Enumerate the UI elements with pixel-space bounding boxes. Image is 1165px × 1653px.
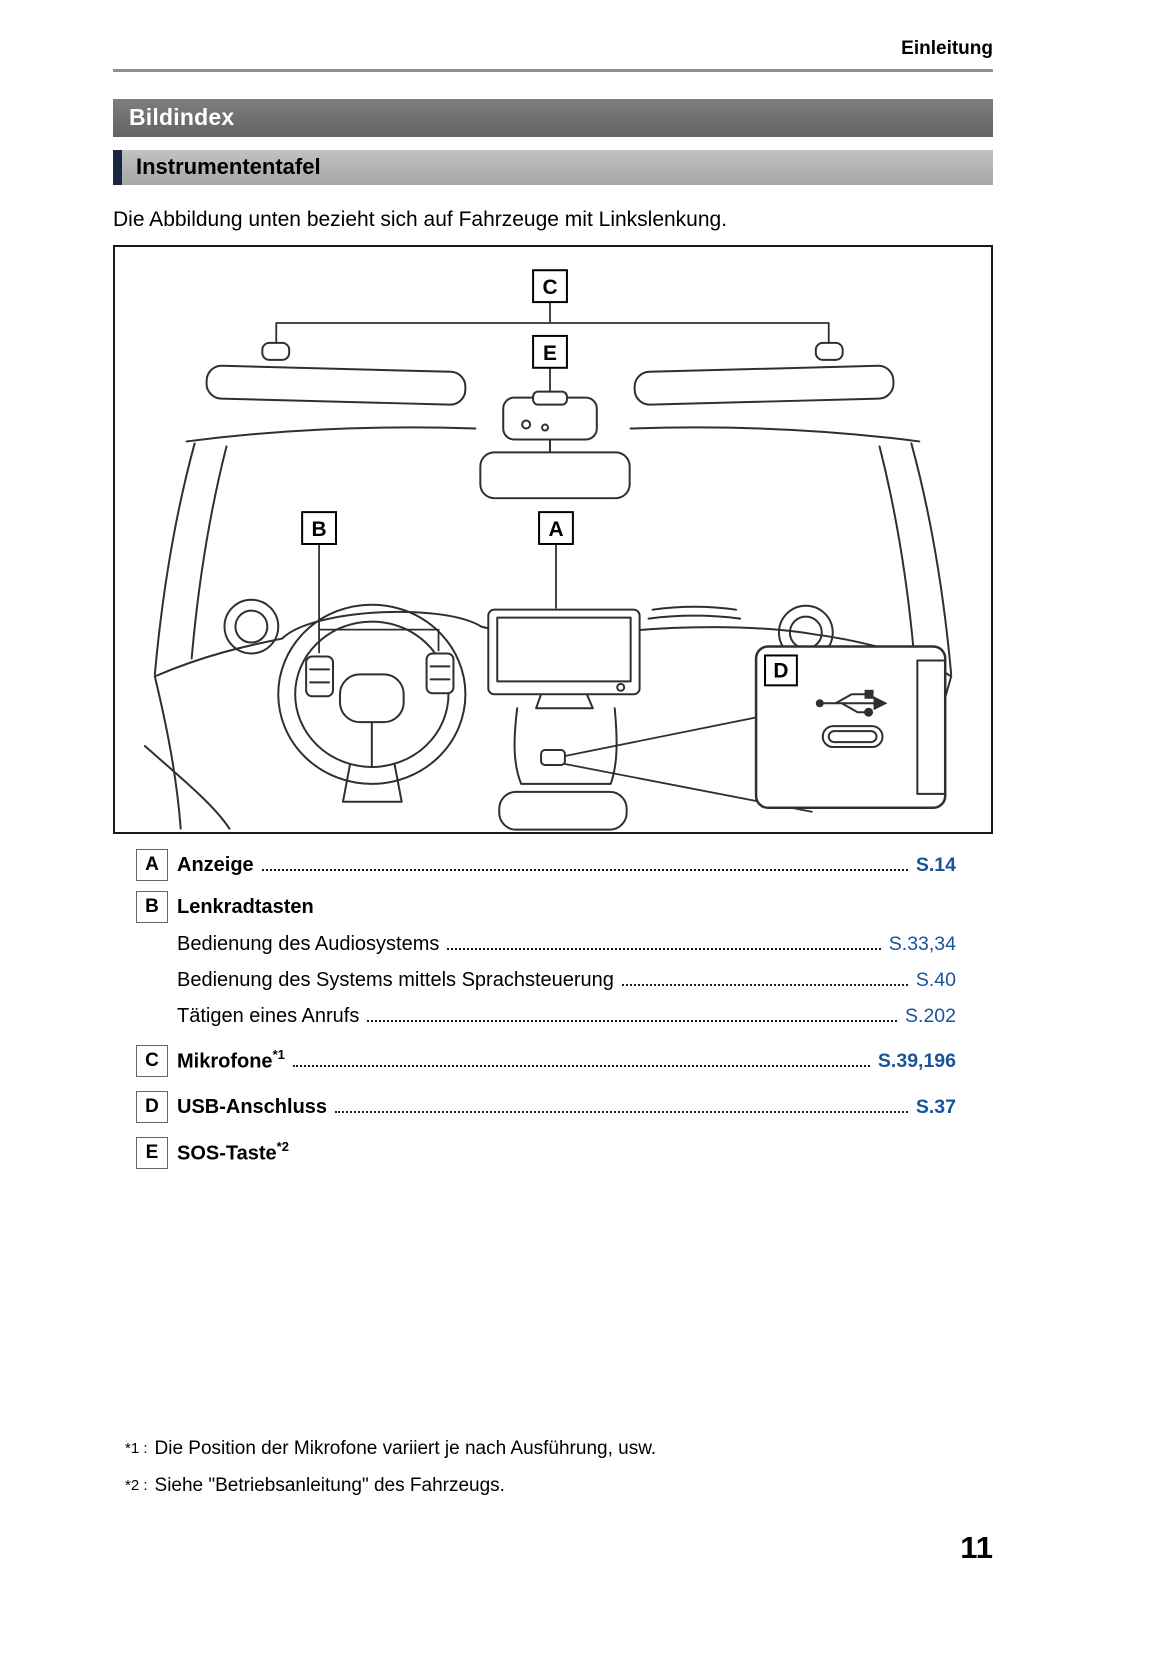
index-subentry: Bedienung des Audiosystems S.33,34: [113, 927, 993, 961]
footnote-marker-ref: *1: [272, 1047, 285, 1063]
callout-box-d: [764, 654, 798, 687]
footnote-2: *2 : Siehe "Betriebsanleitung" des Fahrze…: [125, 1475, 656, 1497]
entry-label: Anzeige: [177, 853, 254, 876]
center-display: [487, 608, 641, 696]
index-entry-d: D USB-Anschluss S.37: [113, 1089, 993, 1125]
footnote-marker: *1 :: [125, 1440, 148, 1457]
microphone-left: [261, 341, 291, 361]
index-subentry: Bedienung des Systems mittels Sprachsteu…: [113, 963, 993, 997]
page-reference[interactable]: S.39,196: [877, 1049, 956, 1072]
section-banner: Bildindex: [113, 99, 993, 137]
center-console: [498, 693, 628, 831]
callout-letter-e: E: [543, 342, 557, 365]
air-vent-left: [223, 598, 280, 655]
ceiling-console: [502, 390, 598, 441]
intro-text: Die Abbildung unten bezieht sich auf Fah…: [113, 208, 728, 231]
dot-leader: [447, 948, 881, 950]
entry-letter-box: E: [136, 1137, 168, 1169]
page-reference[interactable]: S.202: [905, 1004, 956, 1027]
figure-callout-letters: C E B A D: [312, 276, 789, 682]
usb-icon: [815, 689, 888, 717]
entry-label: SOS-Taste*2: [177, 1139, 289, 1166]
entry-letter-box: A: [136, 849, 168, 881]
callout-letter-b: B: [312, 518, 327, 541]
page-number: 11: [960, 1530, 993, 1565]
page-reference[interactable]: S.14: [915, 853, 956, 876]
footnote-text: Die Position der Mikrofone variiert je n…: [154, 1438, 657, 1459]
dashboard-line-art: [143, 301, 953, 831]
instrument-panel-figure: C E B A D: [113, 245, 993, 834]
subsection-banner: Instrumententafel: [113, 150, 993, 185]
entry-label-text: SOS-Taste: [177, 1142, 277, 1165]
callout-box-a: [538, 511, 574, 545]
page-reference[interactable]: S.40: [915, 968, 956, 991]
footnote-marker-ref: *2: [276, 1139, 289, 1155]
sun-visor-right: [633, 364, 895, 406]
entry-label-text: Mikrofone: [177, 1050, 273, 1073]
footnotes: *1 : Die Position der Mikrofone variiert …: [125, 1438, 656, 1512]
dot-leader: [621, 984, 908, 986]
subentry-label: Bedienung des Systems mittels Sprachsteu…: [177, 968, 614, 991]
entry-label: Mikrofone*1: [177, 1047, 285, 1074]
dot-leader: [367, 1020, 898, 1022]
subentry-label: Tätigen eines Anrufs: [177, 1004, 360, 1027]
callout-box-c: [532, 269, 568, 304]
label-connectors: [275, 301, 830, 654]
index-entry-c: C Mikrofone*1 S.39,196: [113, 1043, 993, 1079]
callout-letter-a: A: [548, 518, 563, 541]
entry-label: Lenkradtasten: [177, 895, 314, 918]
callout-letter-d: D: [773, 659, 788, 682]
steering-wheel: [277, 603, 467, 803]
usb-inset: [754, 645, 947, 810]
inset-side-panel: [916, 659, 946, 795]
callout-box-e: [532, 334, 568, 369]
rearview-mirror: [479, 438, 631, 500]
dot-leader: [335, 1111, 908, 1113]
index-list: A Anzeige S.14 B Lenkradtasten Bedienung…: [113, 847, 993, 1171]
page-reference[interactable]: S.33,34: [888, 932, 956, 955]
callout-box-b: [301, 511, 337, 545]
entry-letter-box: C: [136, 1045, 168, 1077]
page-content: Einleitung Bildindex Instrumententafel D…: [113, 0, 993, 1171]
index-subentry: Tätigen eines Anrufs S.202: [113, 999, 993, 1033]
chapter-header: Einleitung: [901, 38, 993, 59]
steering-wheel-buttons: [305, 652, 455, 698]
figure-callouts: [301, 269, 798, 687]
dashboard-illustration: C E B A D: [143, 269, 953, 831]
sun-visor-left: [205, 364, 467, 406]
entry-letter-box: D: [136, 1091, 168, 1123]
entry-label: USB-Anschluss: [177, 1095, 328, 1118]
footnote-marker: *2 :: [125, 1477, 148, 1494]
footnote-1: *1 : Die Position der Mikrofone variiert …: [125, 1438, 656, 1460]
microphone-right: [814, 341, 844, 361]
index-entry-a: A Anzeige S.14: [113, 847, 993, 883]
callout-letter-c: C: [542, 276, 557, 299]
usb-c-port: [821, 725, 884, 749]
page-reference[interactable]: S.37: [915, 1095, 956, 1118]
dot-leader: [261, 869, 908, 871]
header-rule: [113, 69, 993, 72]
index-entry-e: E SOS-Taste*2: [113, 1135, 993, 1171]
footnote-text: Siehe "Betriebsanleitung" des Fahrzeugs.: [154, 1475, 505, 1496]
index-entry-b: B Lenkradtasten: [113, 889, 993, 925]
entry-letter-box: B: [136, 891, 168, 923]
dot-leader: [292, 1065, 870, 1067]
subentry-label: Bedienung des Audiosystems: [177, 932, 440, 955]
